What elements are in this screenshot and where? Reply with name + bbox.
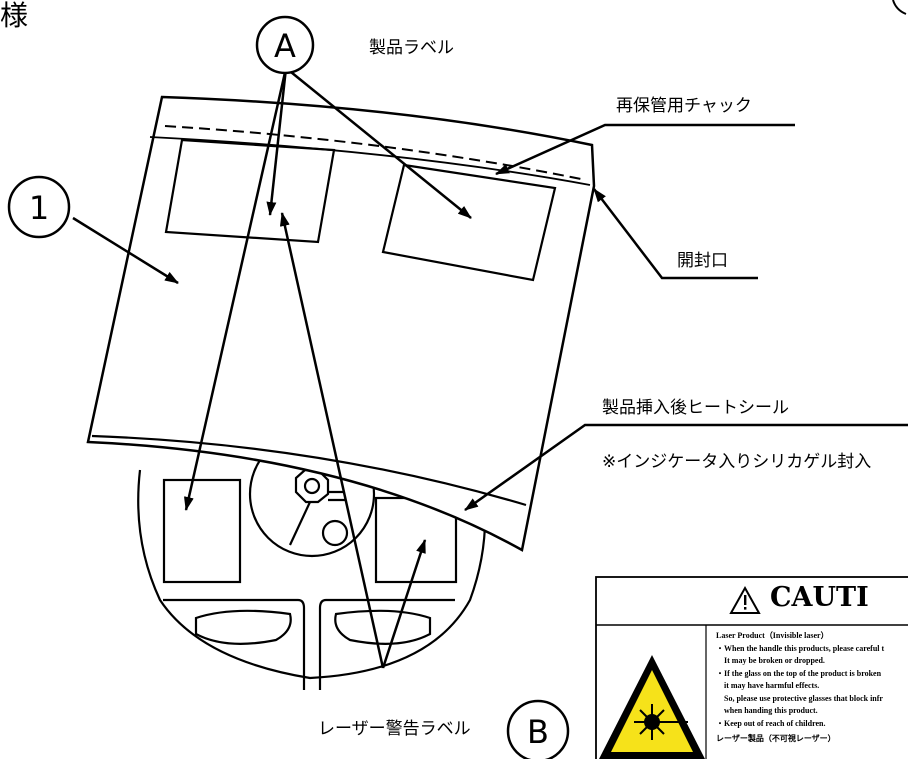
label-laser-warning: レーザー警告ラベル (318, 719, 471, 739)
caution-line: ・Keep out of reach of children. (716, 718, 826, 728)
caution-line: It may be broken or dropped. (724, 656, 825, 665)
caution-line: Laser Product（Invisible laser） (716, 631, 829, 640)
label-reseal-zipper: 再保管用チャック (616, 96, 752, 116)
arrow-a-to-reel-left (183, 67, 288, 511)
warning-triangle-icon (729, 585, 761, 614)
label-heat-seal: 製品挿入後ヒートシール (602, 398, 789, 418)
arrow-1-to-bag (72, 216, 179, 285)
callout-a-text: A (274, 27, 296, 65)
callout-one-text: 1 (29, 189, 49, 227)
label-opening: 開封口 (677, 251, 728, 271)
arrow-heat-seal (464, 423, 908, 512)
callout-circle-b: B (506, 699, 570, 759)
offscreen-circle-fragment (892, 0, 907, 15)
laser-hazard-icon (599, 655, 705, 759)
label-product-label: 製品ラベル (369, 38, 454, 58)
arrow-b-to-label-left (279, 212, 385, 669)
caution-line: it may have harmful effects. (724, 681, 820, 690)
arrow-reseal-zipper (495, 123, 795, 176)
label-silica-note: ※インジケータ入りシリカゲル封入 (602, 452, 872, 472)
arrow-b-to-reel-right (381, 539, 427, 669)
arrow-a-to-label-left (266, 67, 288, 216)
arrow-a-to-label-right (285, 67, 472, 219)
caution-line: ・If the glass on the top of the product … (716, 668, 882, 678)
callout-circle-a: A (255, 15, 315, 75)
caution-card-title: CAUTI (770, 582, 869, 613)
caution-line: レーザー製品（不可視レーザー） (716, 734, 836, 743)
caution-card (595, 576, 908, 759)
callout-circle-one: 1 (7, 175, 71, 239)
caution-line: when handing this product. (724, 706, 818, 715)
caution-line: So, please use protective glasses that b… (724, 693, 883, 703)
callout-b-text: B (527, 713, 549, 751)
caution-line: ・When the handle this products, please c… (716, 643, 885, 653)
page-title-fragment: 様 (0, 0, 29, 32)
caution-card-body: Laser Product（Invisible laser） ・When the… (716, 630, 884, 746)
arrow-opening (593, 188, 758, 280)
leader-arrows (72, 67, 908, 669)
